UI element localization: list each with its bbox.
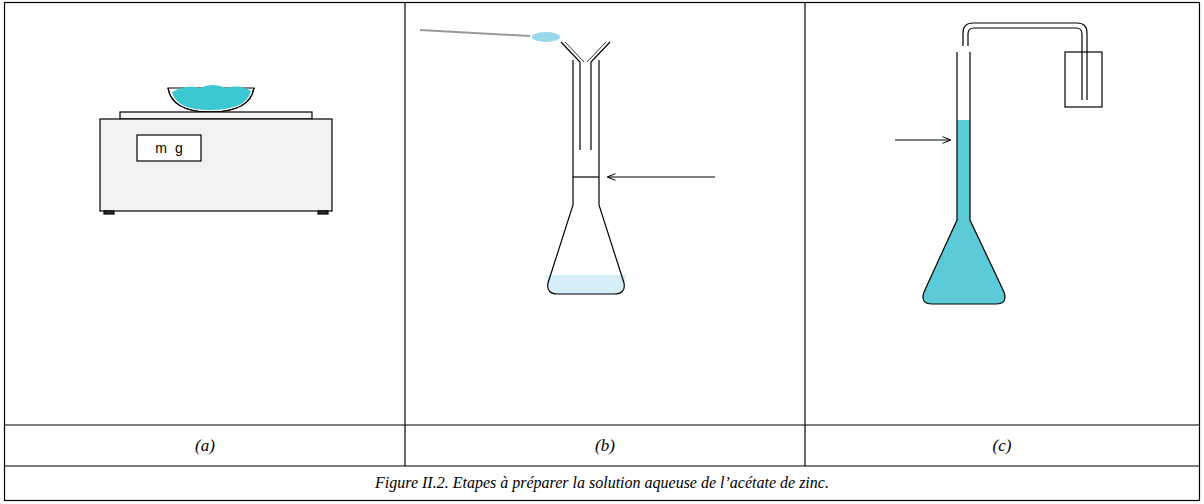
- table-grid: [4, 2, 1200, 501]
- spoon: [420, 30, 560, 42]
- panel-label: (b): [595, 436, 615, 456]
- panel-label: (a): [195, 436, 215, 456]
- figure-caption: Figure II.2. Etapes à préparer la soluti…: [375, 474, 829, 492]
- volumetric-flask: [546, 42, 715, 294]
- panel-label: (c): [993, 436, 1012, 456]
- wash-bottle: [963, 23, 1102, 107]
- display-reading: m g: [155, 140, 182, 156]
- volumetric-flask: [895, 52, 1005, 304]
- balance: [100, 85, 332, 214]
